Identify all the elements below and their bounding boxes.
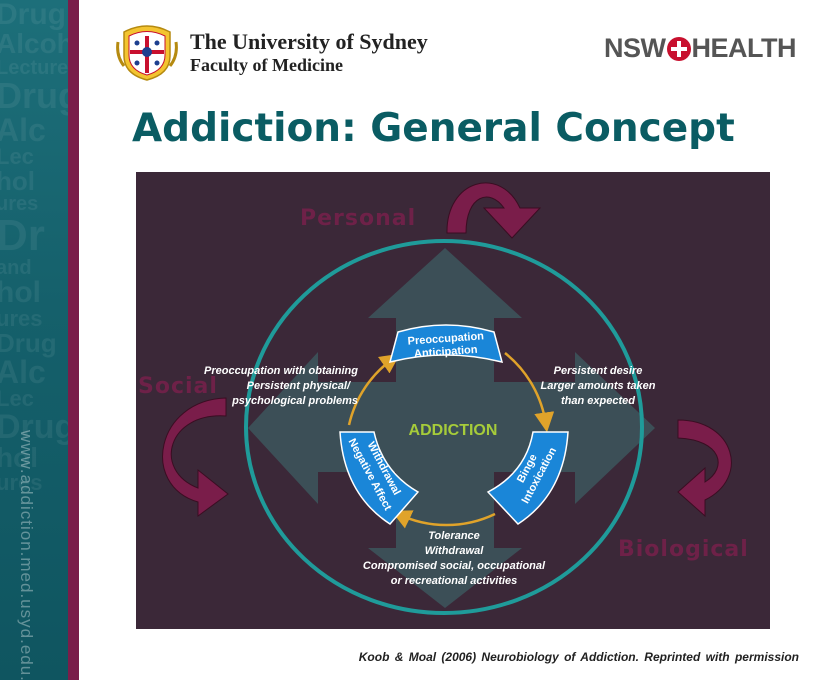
bottom-note-line1: Tolerance [428, 530, 480, 542]
sidebar-watermark-word: Drug [0, 408, 68, 446]
nsw-health-logo: NSW HEALTH [604, 33, 796, 64]
bottom-note-line4: or recreational activities [391, 575, 518, 587]
sidebar-watermark-word: Drug [0, 328, 57, 358]
sidebar-watermark: DrugAlcoholLectureDrugAlcLecholuresDrand… [0, 0, 68, 494]
university-name: The University of Sydney [190, 29, 428, 54]
social-cycle-arrow [162, 397, 229, 517]
left-note-line1: Preoccupation with obtaining [204, 365, 358, 377]
sidebar-watermark-word: hol [0, 442, 38, 473]
sidebar-watermark-word: hol [0, 166, 35, 196]
outer-ring [244, 239, 644, 615]
sidebar-watermark-word: Lec [0, 144, 34, 169]
four-way-arrow-shape [248, 248, 655, 608]
sidebar-watermark-word: and [0, 257, 32, 279]
sidebar-watermark-word: Lecture [0, 57, 68, 79]
sidebar-watermark-word: ures [0, 306, 43, 331]
sidebar-stripe [68, 0, 79, 680]
biological-cycle-arrow [677, 419, 732, 518]
sidebar-watermark-word: Alcohol [0, 28, 68, 59]
faculty-name: Faculty of Medicine [190, 55, 343, 75]
nsw-logo-left: NSW [604, 33, 666, 63]
right-note-line2: Larger amounts taken [541, 380, 656, 392]
personal-cycle-arrow [446, 182, 542, 239]
medical-cross-icon [666, 36, 691, 61]
nsw-logo-right: HEALTH [691, 33, 797, 63]
bottom-note-line3: Compromised social, occupational [363, 560, 546, 572]
sidebar-watermark-word: hol [0, 276, 41, 309]
cycle-arrow-left [347, 353, 401, 426]
personal-label: Personal [300, 206, 416, 231]
left-note-line2: Persistent physical/ [247, 380, 352, 392]
sidebar-panel: DrugAlcoholLectureDrugAlcLecholuresDrand… [0, 0, 68, 680]
bottom-note-line2: Withdrawal [425, 545, 485, 557]
stage-withdrawal [339, 431, 420, 525]
stage-preoccupation-line2: Anticipation [414, 344, 479, 360]
right-note-line1: Persistent desire [554, 365, 643, 377]
sidebar-watermark-word: Lec [0, 386, 34, 411]
left-note-line3: psychological problems [231, 395, 358, 407]
citation: Koob & Moal (2006) Neurobiology of Addic… [358, 650, 799, 664]
center-label: ADDICTION [409, 422, 498, 439]
sidebar-watermark-word: ures [0, 193, 39, 215]
stage-preoccupation-line1: Preoccupation [407, 330, 484, 347]
stage-binge [486, 431, 569, 525]
sidebar-watermark-word: ures [0, 470, 43, 495]
cycle-arrow-bottom [391, 510, 496, 529]
biological-label: Biological [618, 537, 749, 562]
sidebar-watermark-word: Alc [0, 354, 46, 390]
sidebar-watermark-word: Drug [0, 0, 66, 31]
sidebar-watermark-word: Drug [0, 75, 68, 116]
sidebar-watermark-word: Dr [0, 211, 45, 260]
page-title: Addiction: General Concept [132, 106, 735, 151]
university-crest-logo [116, 25, 178, 81]
cycle-arrow-top-right [504, 352, 555, 433]
social-label: Social [138, 374, 218, 399]
stage-preoccupation [388, 324, 504, 364]
sidebar-watermark-word: Alc [0, 112, 46, 148]
right-note-line3: than expected [561, 395, 635, 407]
